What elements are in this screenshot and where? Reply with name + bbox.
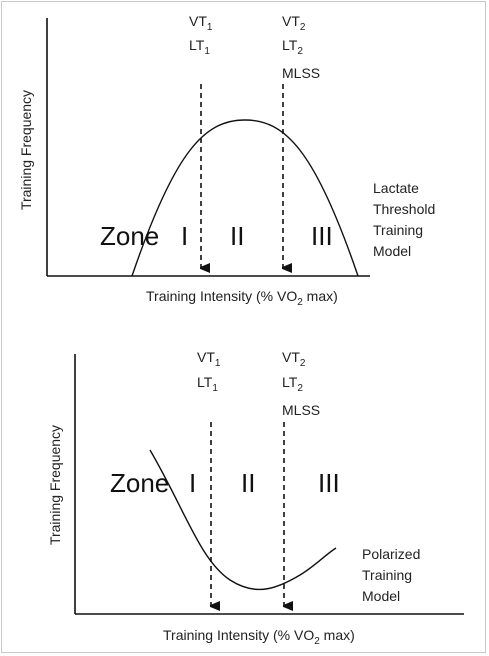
bottom-model-line-3: Model [362,588,400,604]
bottom-model-line-1: Polarized [362,546,420,562]
top-y-axis-label: Training Frequency [18,90,34,210]
top-model-line-1: Lactate [373,180,419,196]
bottom-zone-ii: II [241,468,255,498]
top-lt2-label: LT2 [282,37,303,57]
bottom-zone-i: I [189,468,196,498]
top-vt1-label: VT1 [189,13,213,33]
top-zone-ii: II [230,221,244,251]
top-bell-curve [131,119,359,277]
top-zone-i: I [181,221,188,251]
top-vt2-label: VT2 [282,13,306,33]
bottom-vt1-label: VT1 [197,349,221,369]
bottom-zone-word: Zone [110,468,169,498]
top-model-line-2: Threshold [373,201,435,217]
top-model-line-4: Model [373,243,411,259]
bottom-lt1-label: LT1 [197,374,218,394]
top-x-axis-label: Training Intensity (% VO2 max) [146,288,338,308]
bottom-vt2-label: VT2 [282,349,306,369]
top-mlss-label: MLSS [282,65,320,81]
top-lt1-label: LT1 [189,37,210,57]
bottom-panel: Training Frequency Training Intensity (%… [47,349,464,647]
bottom-mlss-label: MLSS [282,402,320,418]
bottom-y-axis-label: Training Frequency [47,425,63,545]
bottom-lt2-label: LT2 [282,374,303,394]
top-zone-iii: III [311,221,333,251]
top-model-line-3: Training [373,222,423,238]
bottom-zone-iii: III [318,468,340,498]
top-panel: Training Frequency Training Intensity (%… [18,13,435,308]
top-zone-word: Zone [100,221,159,251]
bottom-x-axis-label: Training Intensity (% VO2 max) [163,627,355,647]
bottom-u-curve [149,449,337,591]
bottom-model-line-2: Training [362,567,412,583]
